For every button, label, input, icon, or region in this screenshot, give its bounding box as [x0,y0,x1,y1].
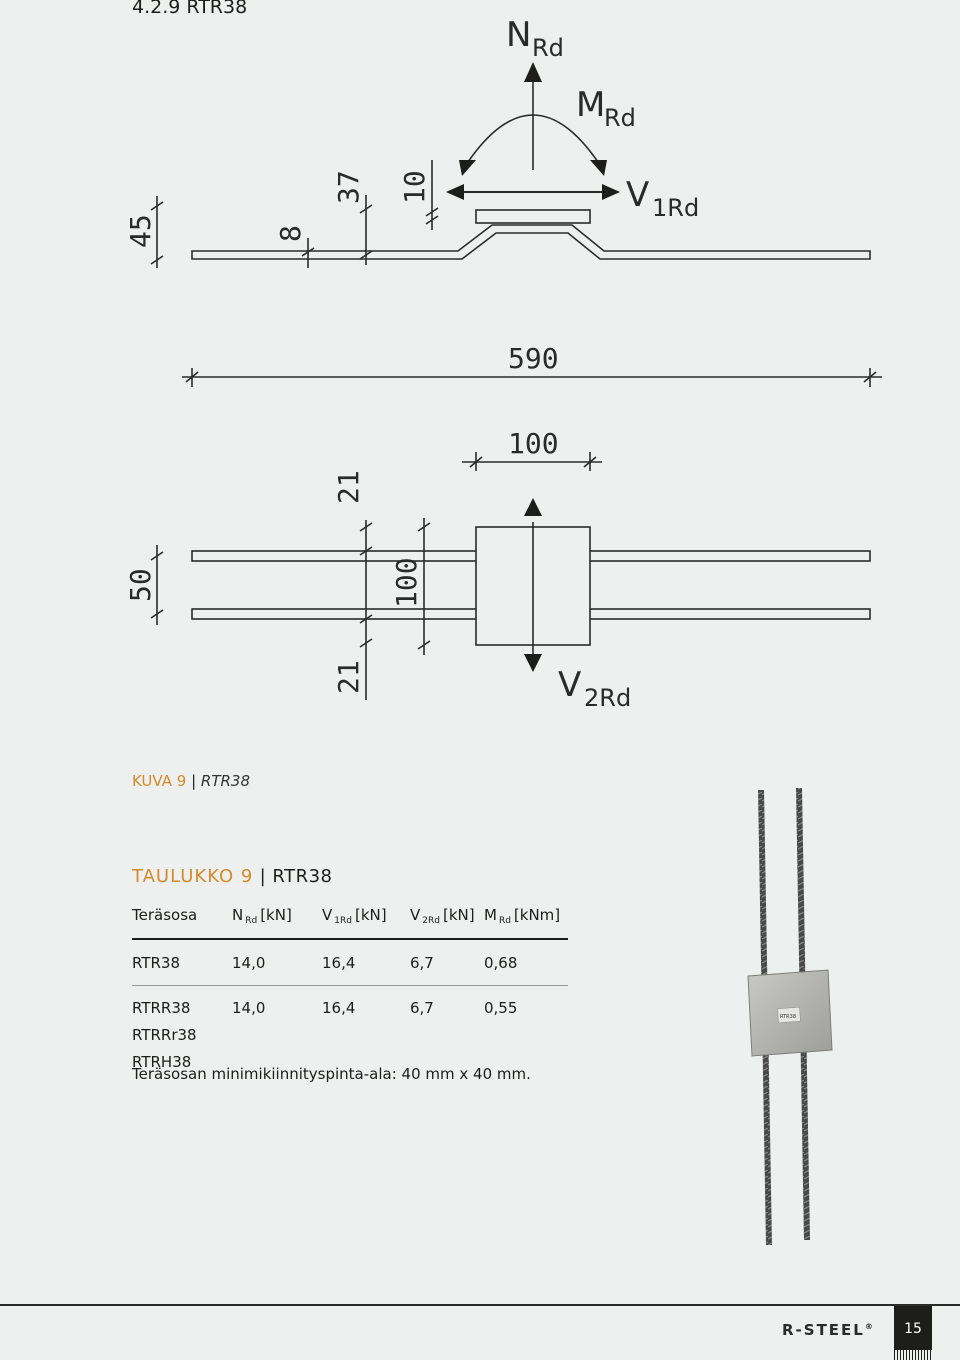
dim-21-top: 21 [332,470,365,504]
page-number: 15 [894,1306,932,1352]
v2-rd-label-sub: 2Rd [584,684,631,712]
dim-45: 45 [124,214,157,248]
table-cell: RTRRr38 [132,1025,197,1044]
table-cell [410,1021,484,1048]
table-title-name: RTR38 [272,866,333,887]
photo-plate-label: RTR38 [780,1014,796,1020]
r-steel-logo: R-STEEL® [782,1321,873,1339]
table-cell: 6,7 [410,998,434,1017]
dim-10: 10 [398,170,431,204]
table-title: TAULUKKO 9 | RTR38 [132,866,333,887]
table-cell: 14,0 [232,939,322,986]
m-rd-label-sub: Rd [604,104,636,132]
m-rd-label-main: M [576,85,605,125]
figure-caption-separator: | [191,772,197,790]
dim-21-bottom: 21 [332,660,365,694]
side-view-bar [191,224,871,260]
anchorage-note: Teräsosan minimikiinnityspinta-ala: 40 m… [132,1065,531,1083]
table-row: RTRH38 [132,1048,568,1075]
section-heading: 4.2.9 RTR38 [132,0,248,18]
dim-100-width: 100 [508,427,559,460]
dim-8: 8 [274,225,307,242]
table-cell: 16,4 [322,939,410,986]
figure-caption-prefix: KUVA 9 [132,772,187,790]
technical-drawing: N Rd M Rd V 1Rd V 2Rd 45 8 37 10 590 100… [124,15,882,712]
side-view-plate [475,209,591,224]
table-title-separator: | [259,866,267,887]
table-title-prefix: TAULUKKO 9 [132,866,254,887]
table-cell [232,1021,322,1048]
v2-rd-label-main: V [558,665,581,705]
n-rd-label-sub: Rd [532,34,564,62]
table-cell [484,1021,568,1048]
table-cell: RTRH38 [132,1052,192,1071]
header-terasosa: Teräsosa [132,906,198,924]
table-row: RTRR38 14,0 16,4 6,7 0,55 [132,986,568,1022]
table-cell [322,1021,410,1048]
table-cell: 16,4 [322,998,356,1017]
figure-caption: KUVA 9 | RTR38 [132,772,250,790]
n-rd-label-main: N [506,15,531,55]
v1-rd-label-sub: 1Rd [652,194,699,222]
table-cell: RTRR38 [132,998,191,1017]
page-hatch [894,1350,932,1360]
footer-rule [0,1304,960,1306]
table-row: RTR38 14,0 16,4 6,7 0,68 [132,939,568,986]
table-row: RTRRr38 [132,1021,568,1048]
table-cell: RTR38 [132,939,232,986]
table-cell: 0,55 [484,998,518,1017]
dim-50: 50 [124,568,157,602]
v1-rd-label-main: V [626,175,649,215]
dim-37: 37 [332,170,365,204]
table-cell: 0,68 [484,939,568,986]
product-photo: RTR38 [747,788,833,1245]
dim-100-height: 100 [390,557,423,608]
figure-caption-name: RTR38 [200,772,251,790]
table-cell: 6,7 [410,939,484,986]
dim-590: 590 [508,342,559,375]
table-cell: 14,0 [232,998,266,1017]
